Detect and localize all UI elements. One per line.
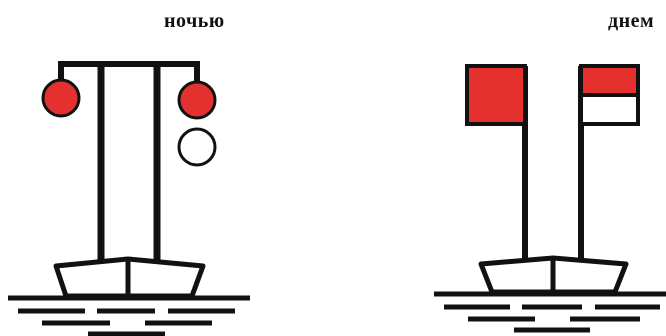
red-light-left bbox=[43, 80, 79, 116]
red-white-flag-red-half bbox=[581, 66, 638, 95]
red-flag bbox=[467, 66, 525, 124]
day-water-lines bbox=[434, 294, 666, 330]
white-light-right bbox=[179, 129, 215, 165]
night-signal-crossbar bbox=[61, 64, 197, 84]
night-signal-group bbox=[8, 64, 250, 334]
day-signal-group bbox=[434, 66, 666, 330]
night-water-lines bbox=[8, 298, 250, 334]
red-light-right bbox=[179, 82, 215, 118]
red-white-flag-white-half bbox=[581, 95, 638, 124]
